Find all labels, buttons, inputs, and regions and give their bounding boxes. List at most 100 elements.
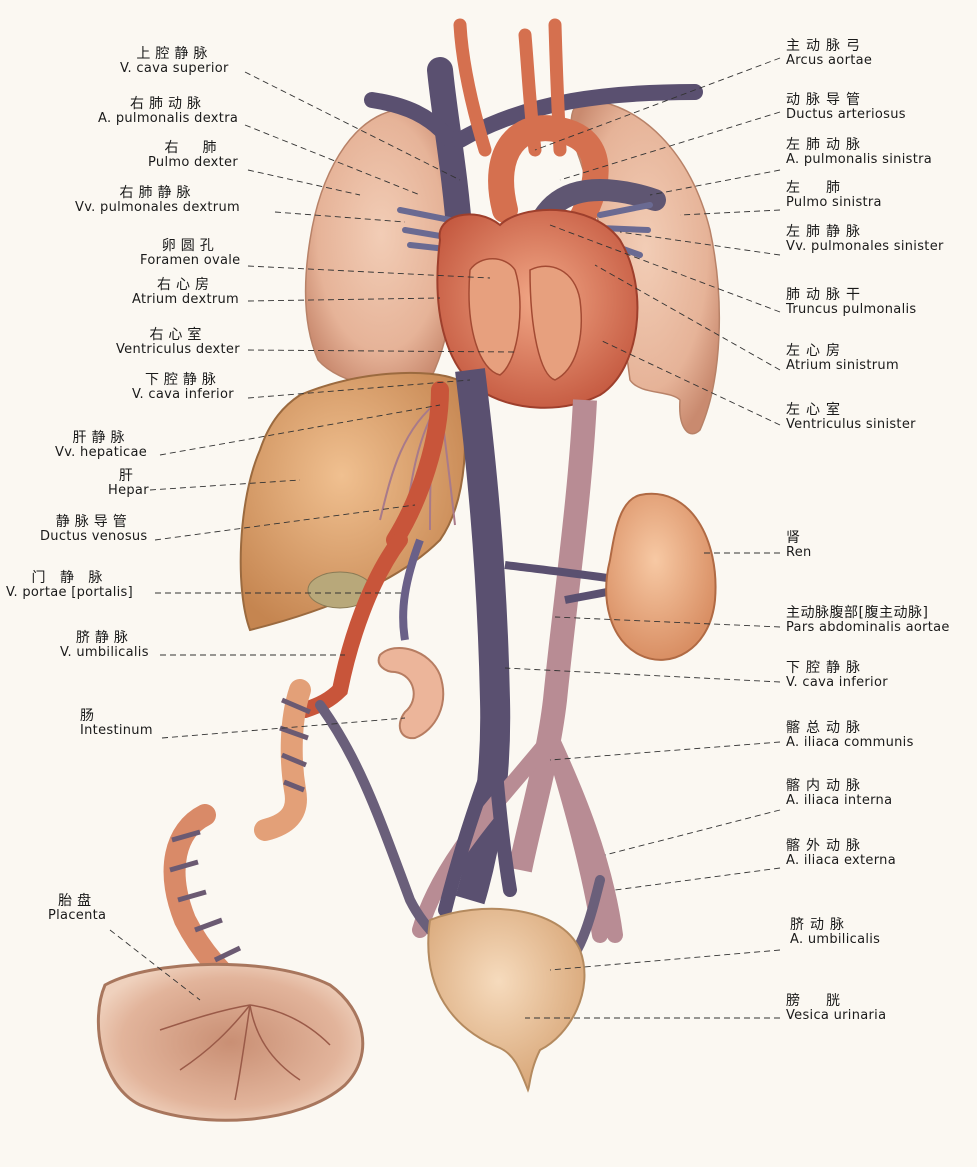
label-hepar: 肝 Hepar: [108, 468, 149, 499]
portal-vein: [399, 538, 424, 641]
label-zh: 肝: [118, 468, 138, 484]
label-la: Ductus venosus: [40, 529, 148, 545]
label-ventriculus-dexter: 右心室 Ventriculus dexter: [116, 327, 240, 358]
inferior-vena-cava: [455, 368, 511, 905]
label-v-cava-inferior-right: 下腔静脉 V. cava inferior: [786, 660, 888, 691]
label-a-umbilicalis: 脐动脉 A. umbilicalis: [790, 917, 880, 948]
label-zh: 膀 胱: [786, 993, 846, 1009]
label-a-pulmonalis-sinistra: 左肺动脉 A. pulmonalis sinistra: [786, 137, 932, 168]
label-zh: 右心室: [149, 327, 207, 343]
label-v-umbilicalis: 脐静脉 V. umbilicalis: [60, 630, 149, 661]
iliac-veins: [438, 753, 517, 917]
intestine-segment: [377, 646, 445, 740]
label-la: Ductus arteriosus: [786, 107, 906, 123]
label-zh: 右肺静脉: [119, 185, 196, 201]
placenta-vessels: [159, 1004, 331, 1101]
label-ren: 肾 Ren: [786, 530, 812, 561]
label-la: Vv. pulmonales sinister: [786, 239, 944, 255]
label-zh: 动脉导管: [786, 92, 866, 108]
placenta: [96, 962, 365, 1122]
label-foramen-ovale: 卵圆孔 Foramen ovale: [140, 238, 240, 269]
label-la: A. iliaca externa: [786, 853, 896, 869]
label-zh: 左肺动脉: [786, 137, 866, 153]
label-la: V. portae [portalis]: [6, 585, 133, 601]
umbilical-cord-spiral-upper: [279, 697, 311, 793]
label-zh: 卵圆孔: [161, 238, 219, 254]
label-la: Vv. hepaticae: [55, 445, 148, 461]
label-zh: 髂外动脉: [786, 838, 866, 854]
label-pulmo-dexter: 右 肺 Pulmo dexter: [148, 140, 238, 171]
umbilical-cord-spiral-lower: [169, 829, 242, 963]
label-zh: 胎盘: [58, 893, 97, 909]
label-la: V. umbilicalis: [60, 645, 149, 661]
label-la: V. cava inferior: [132, 387, 234, 403]
label-la: Vv. pulmonales dextrum: [75, 200, 240, 216]
label-la: Pars abdominalis aortae: [786, 620, 950, 636]
umbilical-cord-upper: [254, 679, 311, 841]
label-vv-pulmonales-dextrum: 右肺静脉 Vv. pulmonales dextrum: [75, 185, 240, 216]
label-la: A. pulmonalis sinistra: [786, 152, 933, 168]
label-a-iliaca-externa: 髂外动脉 A. iliaca externa: [786, 838, 896, 869]
label-vv-pulmonales-sinister: 左肺静脉 Vv. pulmonales sinister: [786, 224, 944, 255]
bladder: [427, 907, 586, 1093]
label-ductus-arteriosus: 动脉导管 Ductus arteriosus: [786, 92, 906, 123]
label-la: Atrium dextrum: [132, 292, 240, 308]
label-zh: 髂总动脉: [786, 720, 866, 736]
label-intestinum: 肠 Intestinum: [80, 708, 153, 739]
label-vesica-urinaria: 膀 胱 Vesica urinaria: [786, 993, 886, 1024]
label-a-iliaca-interna: 髂内动脉 A. iliaca interna: [786, 778, 892, 809]
label-zh: 左心室: [786, 402, 846, 418]
label-la: Foramen ovale: [140, 253, 241, 269]
abdominal-aorta: [508, 399, 597, 873]
heart-interior: [468, 258, 521, 376]
label-zh: 肝静脉: [72, 430, 130, 446]
label-zh: 下腔静脉: [786, 660, 866, 676]
kidney: [605, 492, 717, 661]
label-la: A. pulmonalis dextra: [98, 111, 239, 127]
label-la: Ren: [786, 545, 812, 561]
label-la: Pulmo sinistra: [786, 195, 882, 211]
left-brachiocephalic-vein: [452, 84, 703, 148]
left-ventricle-interior: [529, 265, 582, 381]
label-zh: 脐动脉: [790, 917, 850, 933]
label-v-cava-superior: 上腔静脉 V. cava superior: [120, 46, 229, 77]
label-zh: 主动脉腹部[腹主动脉]: [786, 605, 929, 621]
label-v-portae: 门 静 脉 V. portae [portalis]: [6, 570, 133, 601]
label-la: Pulmo dexter: [148, 155, 238, 171]
label-zh: 静脉导管: [55, 514, 132, 530]
label-la: Intestinum: [80, 723, 153, 739]
label-arcus-aortae: 主动脉弓 Arcus aortae: [786, 38, 872, 69]
label-zh: 右心房: [157, 277, 214, 293]
leader-lines: [109, 57, 781, 1019]
label-ductus-venosus: 静脉导管 Ductus venosus: [40, 514, 148, 545]
label-zh: 下腔静脉: [144, 372, 221, 388]
label-zh: 肾: [786, 530, 806, 546]
label-la: Ventriculus sinister: [786, 417, 916, 433]
label-pulmo-sinistra: 左 肺 Pulmo sinistra: [786, 180, 882, 211]
label-vv-hepaticae: 肝静脉 Vv. hepaticae: [55, 430, 147, 461]
label-la: Truncus pulmonalis: [786, 302, 917, 318]
label-la: V. cava inferior: [786, 675, 888, 691]
label-la: Ventriculus dexter: [116, 342, 240, 358]
label-a-iliaca-communis: 髂总动脉 A. iliaca communis: [786, 720, 914, 751]
label-zh: 髂内动脉: [786, 778, 866, 794]
label-la: Arcus aortae: [786, 53, 873, 69]
label-la: Hepar: [108, 483, 149, 499]
label-zh: 右肺动脉: [130, 96, 207, 112]
label-la: Vesica urinaria: [786, 1008, 887, 1024]
label-zh: 门 静 脉: [31, 570, 108, 586]
label-truncus-pulmonalis: 肺动脉干 Truncus pulmonalis: [786, 287, 916, 318]
label-zh: 肺动脉干: [786, 287, 866, 303]
label-la: A. umbilicalis: [790, 932, 881, 948]
label-zh: 上腔静脉: [136, 46, 213, 62]
label-la: A. iliaca interna: [786, 793, 893, 809]
brachiocephalic-vein: [364, 92, 458, 148]
label-ventriculus-sinister: 左心室 Ventriculus sinister: [786, 402, 916, 433]
label-placenta: 胎盘 Placenta: [48, 893, 106, 924]
label-zh: 主动脉弓: [786, 38, 866, 54]
label-zh: 右 肺: [164, 140, 222, 156]
label-zh: 左心房: [786, 343, 846, 359]
label-pars-abdominalis-aortae: 主动脉腹部[腹主动脉] Pars abdominalis aortae: [786, 605, 950, 636]
